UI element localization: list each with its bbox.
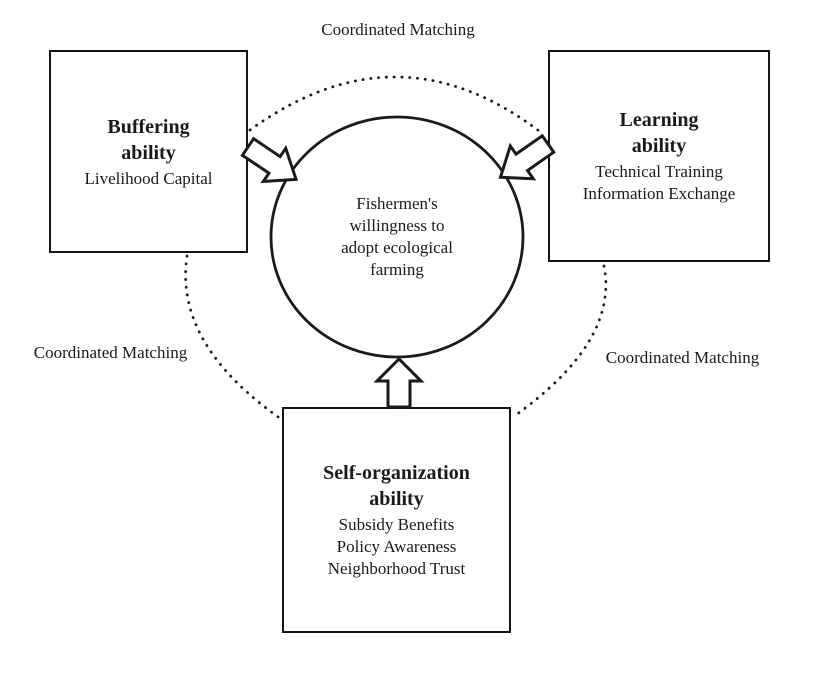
dotted-arc-left (184, 254, 283, 421)
box-buffering-ability: Buffering ability Livelihood Capital (49, 50, 248, 253)
buffering-ability-title: Buffering ability (107, 115, 190, 164)
self-organization-ability-indicators: Subsidy Benefits Policy Awareness Neighb… (327, 515, 466, 578)
dotted-arc-right (511, 264, 608, 419)
label-coordinated-matching-right: Coordinated Matching (605, 348, 760, 367)
learning-ability-title: Learning ability (619, 109, 699, 157)
label-coordinated-matching-top: Coordinated Matching (321, 20, 475, 39)
dotted-arc-top (248, 75, 545, 136)
box-self-organization-ability: Self-organization ability Subsidy Benefi… (282, 407, 511, 633)
buffering-ability-indicators: Livelihood Capital (84, 168, 213, 188)
box-learning-ability: Learning ability Technical Training Info… (548, 50, 770, 262)
self-organization-ability-title: Self-organization ability (323, 462, 470, 510)
label-coordinated-matching-left: Coordinated Matching (33, 343, 188, 362)
learning-ability-indicators: Technical Training Information Exchange (582, 162, 736, 203)
block-arrow-up-icon (373, 356, 425, 409)
central-circle-text: Fishermen's willingness to adopt ecologi… (341, 194, 453, 279)
